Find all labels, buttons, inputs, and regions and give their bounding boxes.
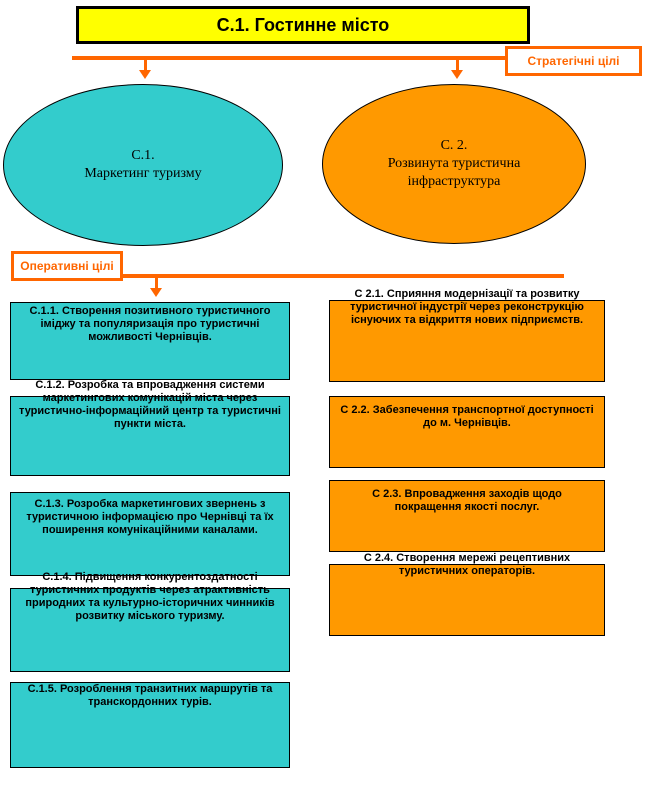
strategic-goals-tag: Стратегічні цілі	[505, 46, 642, 76]
box-c1-1-text: С.1.1. Створення позитивного туристичног…	[29, 305, 271, 343]
page-title: С.1. Гостинне місто	[76, 6, 530, 44]
box-c2-1-text: С 2.1. Сприяння модернізації та розвитку…	[350, 288, 584, 326]
goal-c2-line2: інфраструктура	[407, 174, 501, 189]
arrow-to-left-column-icon	[150, 288, 162, 297]
arrow-to-c2-stem	[456, 58, 459, 71]
box-c1-3-text: С.1.3. Розробка маркетингових звернень з…	[26, 498, 274, 536]
arrow-to-c2-icon	[451, 70, 463, 79]
box-c2-2	[329, 396, 605, 468]
box-c1-5-text: С.1.5. Розроблення транзитних маршрутів …	[27, 683, 273, 708]
box-c2-3	[329, 480, 605, 552]
goal-c2-line1: Розвинута туристична	[387, 156, 521, 171]
box-c2-4	[329, 564, 605, 636]
box-c2-2-text: С 2.2. Забезпечення транспортної доступн…	[340, 404, 594, 429]
arrow-to-c1-icon	[139, 70, 151, 79]
operational-connector-line	[120, 274, 564, 278]
box-c1-5	[10, 682, 290, 768]
box-c2-4-text: С 2.4. Створення мережі рецептивних тури…	[363, 552, 571, 577]
box-c1-2	[10, 396, 290, 476]
goal-c2-ellipse: С. 2. Розвинута туристична інфраструктур…	[322, 84, 586, 244]
goal-c1-code: С.1.	[131, 148, 155, 163]
goal-c2-code: С. 2.	[440, 138, 468, 153]
box-c1-4	[10, 588, 290, 672]
box-c2-1	[329, 300, 605, 382]
goal-c1-label: Маркетинг туризму	[84, 166, 202, 181]
box-c1-3	[10, 492, 290, 576]
box-c1-4-text: С.1.4. Підвищення конкурентоздатності ту…	[25, 571, 275, 622]
arrow-to-c1-stem	[144, 58, 147, 71]
goal-c1-ellipse: С.1. Маркетинг туризму	[3, 84, 283, 246]
arrow-to-left-column-stem	[155, 276, 158, 289]
box-c1-2-text: С.1.2. Розробка та впровадження системи …	[19, 379, 281, 430]
box-c2-3-text: С 2.3. Впровадження заходів щодо покраще…	[372, 488, 562, 513]
box-c1-1	[10, 302, 290, 380]
strategic-connector-line	[72, 56, 512, 60]
operational-goals-tag: Оперативні цілі	[11, 251, 123, 281]
